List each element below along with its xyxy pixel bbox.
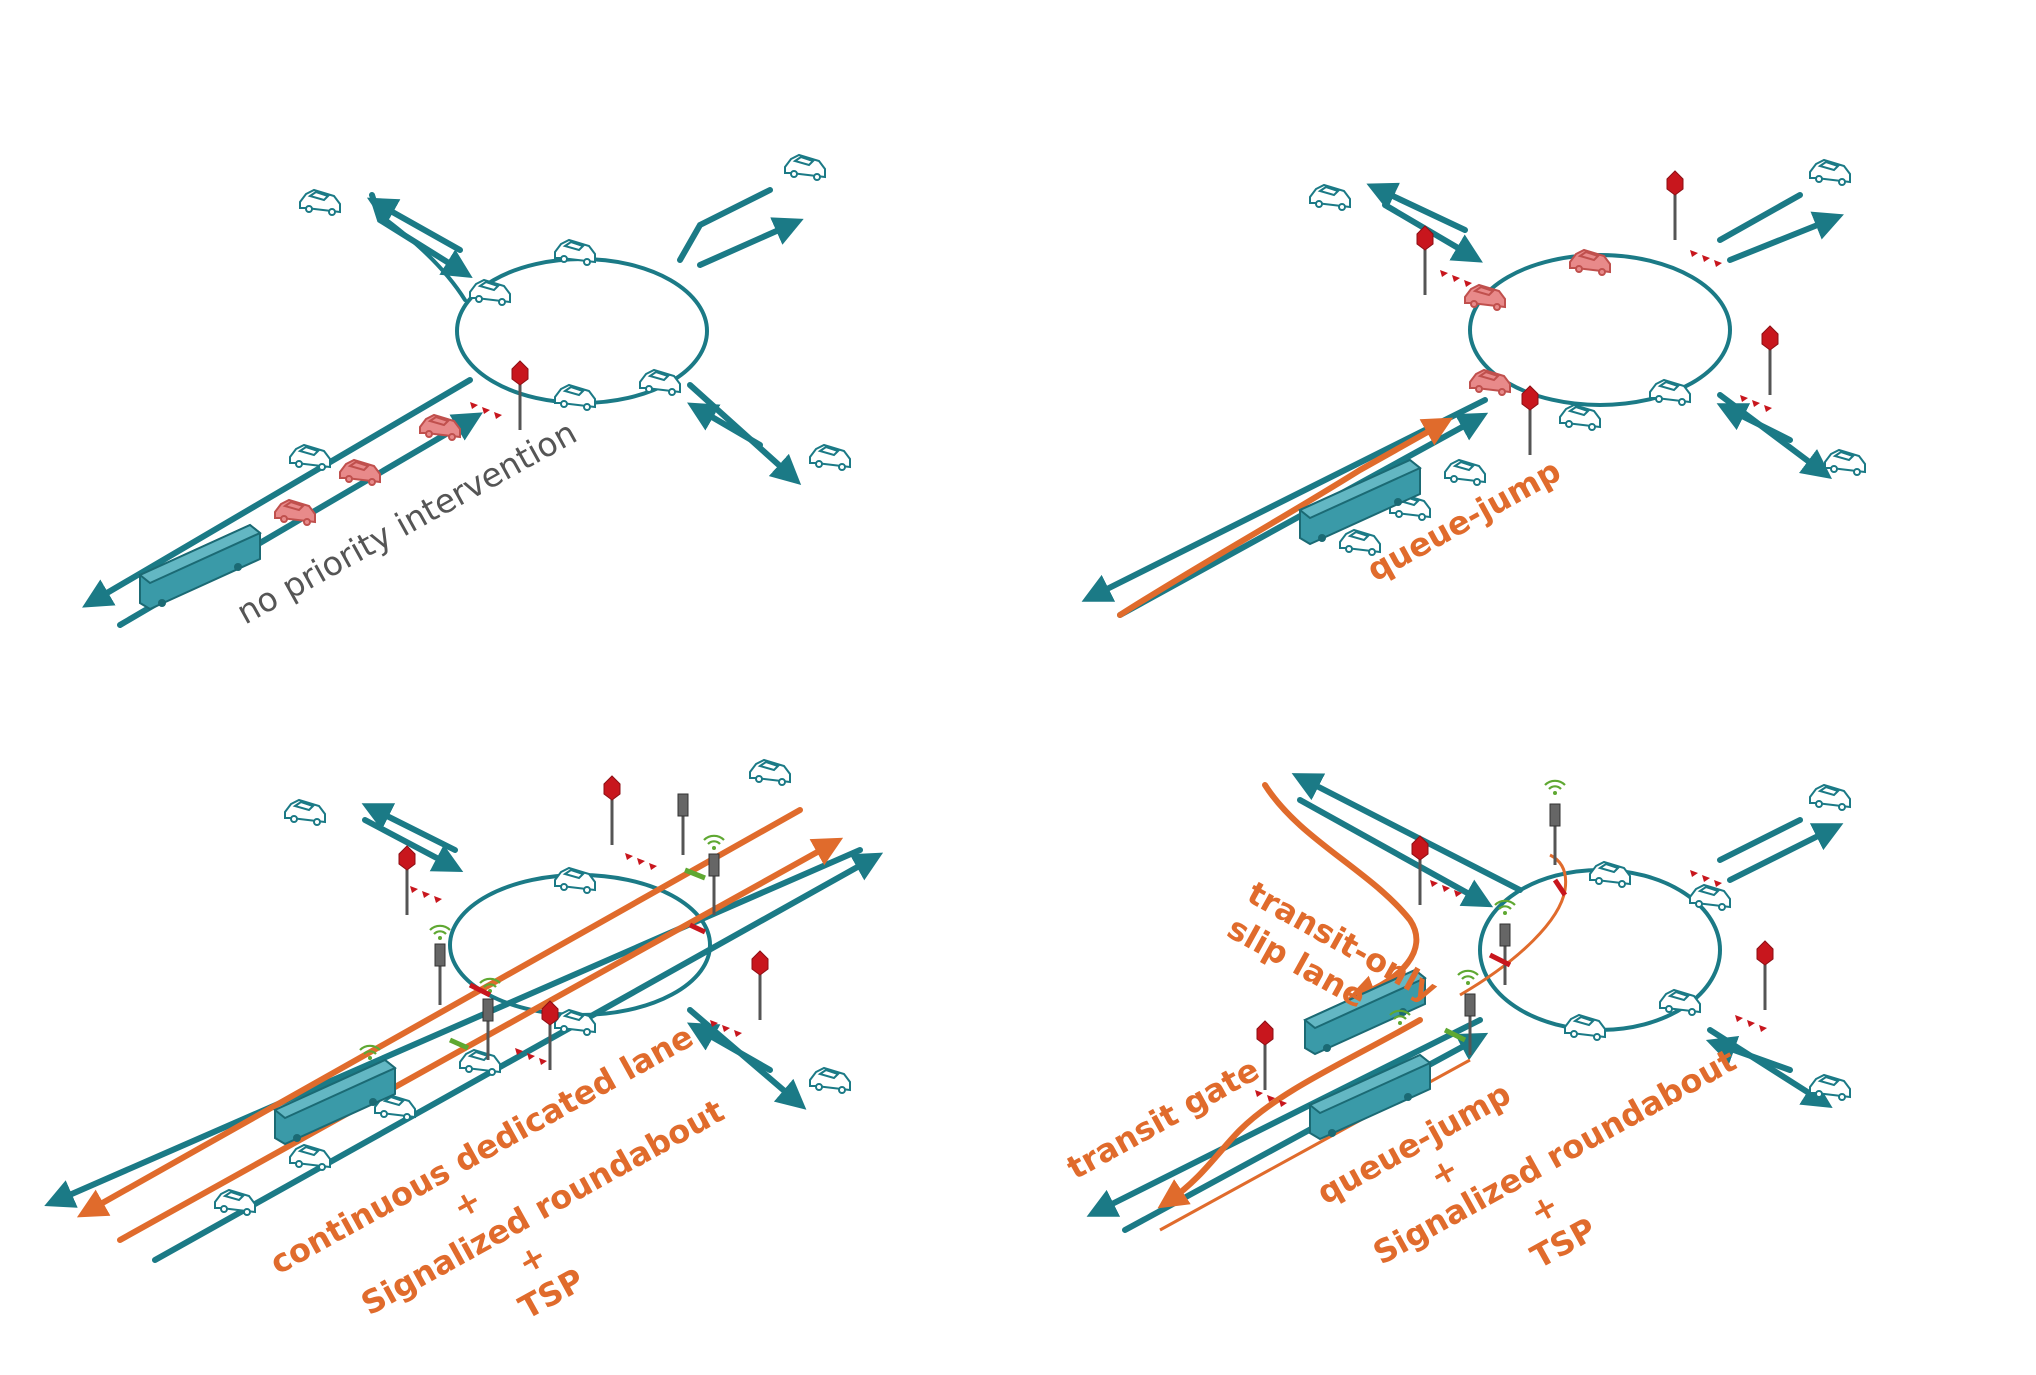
stop-sign-icon (750, 949, 770, 1022)
queue-jump-lane (1159, 1058, 1471, 1232)
traffic-signal-icon (433, 942, 447, 1007)
stop-sign-icon (602, 774, 622, 847)
traffic-signal-icon (481, 997, 495, 1062)
car-icon (1809, 159, 1851, 186)
car-icon (1689, 884, 1731, 911)
green-signal-bar (1443, 1027, 1467, 1043)
lane-sw-out (82, 377, 473, 608)
wireless-signal-icon (702, 834, 726, 852)
lane-nw-out (361, 803, 458, 853)
lane-ne-out (697, 217, 804, 268)
car-icon (1564, 1014, 1606, 1041)
panel-b: queue-jump (1081, 159, 1866, 618)
car-icon (749, 759, 791, 786)
car-icon (1809, 1074, 1851, 1101)
dedicated-lane-in (117, 837, 844, 1243)
lane-sw-in (1117, 412, 1489, 618)
lane-se-in (686, 1022, 773, 1073)
yield-markings-icon (1735, 1015, 1767, 1032)
transit-only-slip-lane (1262, 782, 1420, 1004)
car-icon (284, 799, 326, 826)
red-signal-bar (1552, 878, 1568, 897)
yield-markings-icon (410, 886, 442, 903)
car-icon (784, 154, 826, 181)
slip-lane-return (1459, 853, 1568, 997)
car-icon (1824, 449, 1866, 476)
yield-markings-icon (1440, 270, 1472, 287)
car-icon (554, 239, 596, 266)
car-icon (809, 1067, 851, 1094)
stop-sign-icon (397, 844, 417, 917)
car-icon (1309, 184, 1351, 211)
yield-markings-icon (1690, 250, 1722, 267)
lane-se-in (1705, 1035, 1793, 1073)
lane-ne-in (677, 187, 773, 263)
transit-gate-lane (1157, 1017, 1423, 1209)
car-icon (1444, 459, 1486, 486)
panel-d: transit-only slip lane transit gate queu… (1060, 773, 1851, 1276)
lane-nw-out (366, 197, 463, 253)
stop-sign-icon (1665, 169, 1685, 242)
car-icon (639, 369, 681, 396)
yield-markings-icon (1690, 870, 1722, 887)
green-signal-bar (684, 867, 706, 881)
traffic-signal-icon (1498, 922, 1512, 987)
stop-sign-icon (1415, 224, 1435, 297)
wireless-signal-icon (1456, 969, 1480, 987)
red-signal-bar (1488, 952, 1512, 968)
wireless-signal-icon (428, 924, 452, 942)
lane-nw-out (1366, 182, 1468, 233)
lane-ne-out (1727, 823, 1844, 883)
lane-se-in (687, 402, 763, 448)
red-signal-bar (688, 922, 707, 935)
car-icon (289, 1144, 331, 1171)
lane-ne-out (1727, 211, 1844, 263)
yield-markings-icon (625, 853, 657, 870)
car-icon (289, 444, 331, 471)
panel-c: continuous dedicated lane + Signalized r… (44, 759, 884, 1327)
car-icon (554, 384, 596, 411)
car-icon (554, 867, 596, 894)
red-signal-bar (468, 982, 492, 998)
lane-sw-out (1086, 1017, 1483, 1217)
lane-ne-in (1717, 192, 1803, 243)
lane-ne-in (1717, 817, 1803, 863)
wireless-signal-icon (1543, 779, 1567, 797)
car-icon (459, 1049, 501, 1076)
stop-sign-icon (1760, 324, 1780, 397)
car-icon (299, 189, 341, 216)
traffic-signal-icon (676, 792, 690, 857)
car-icon (1809, 784, 1851, 811)
car-icon (1589, 861, 1631, 888)
stop-sign-icon (1755, 939, 1775, 1012)
green-signal-bar (448, 1037, 470, 1051)
car-icon (1649, 379, 1691, 406)
queue-jump-lane (1117, 417, 1454, 618)
stop-sign-icon (1520, 384, 1540, 457)
lane-through-in (152, 852, 884, 1263)
car-icon (214, 1189, 256, 1216)
panel-a: no priority intervention (82, 154, 851, 632)
car-icon (469, 279, 511, 306)
lane-through-out (44, 847, 863, 1208)
lane-se-in (1716, 403, 1793, 443)
queued-car-icon (1469, 369, 1511, 396)
dedicated-lane-out (76, 807, 803, 1218)
transit-gate-label: transit gate (1060, 1050, 1265, 1187)
car-icon (1559, 404, 1601, 431)
lane-nw-in (1297, 797, 1494, 908)
yield-markings-icon (1740, 395, 1772, 412)
car-icon (809, 444, 851, 471)
queued-car-icon (1464, 284, 1506, 311)
yield-markings-icon (470, 402, 502, 419)
lane-nw-out (1291, 773, 1523, 893)
